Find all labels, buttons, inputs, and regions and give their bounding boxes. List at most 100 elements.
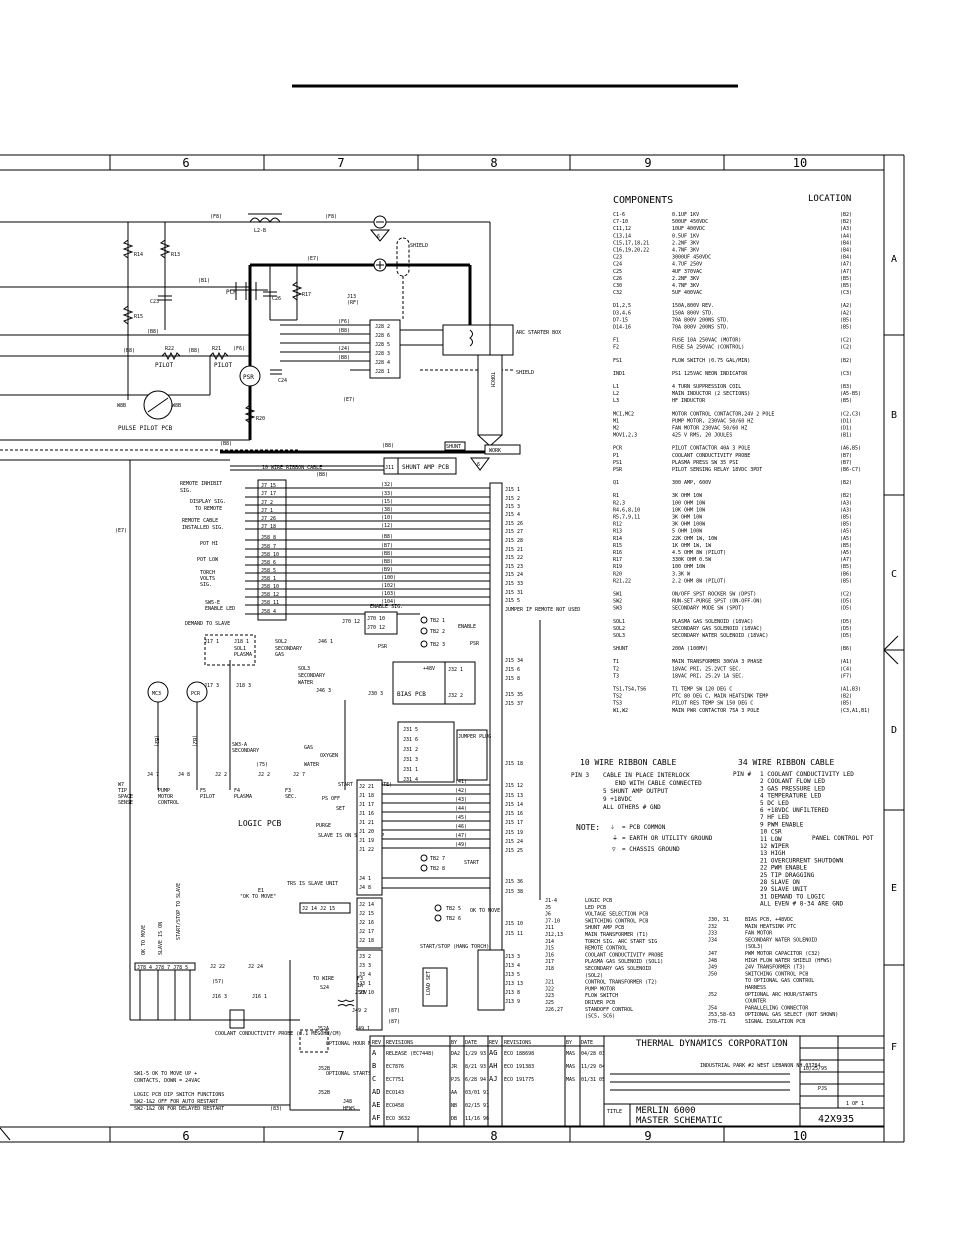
revision-cell: B — [372, 1062, 376, 1070]
svg-text:(75): (75) — [256, 762, 268, 768]
component-location: (B2) — [840, 694, 852, 700]
svg-text:J13 3: J13 3 — [505, 954, 520, 960]
j15-pin: J15 3 — [505, 504, 520, 510]
revision-cell: 8/21 93 — [465, 1064, 486, 1070]
svg-text:(B2): (B2) — [191, 735, 197, 747]
component-location: (A4) — [840, 233, 852, 239]
component-ref: R2,3 — [613, 500, 625, 506]
component-desc: 4UF 370VAC — [672, 269, 702, 275]
component-location: (C2) — [840, 345, 852, 351]
ribbon10-line: CABLE IN PLACE INTERLOCK — [603, 772, 690, 779]
svg-text:J3 3: J3 3 — [359, 963, 371, 969]
coolant-probe-label: COOLANT CONDUCTIVITY PROBE (0.1 MEGOHM/C… — [215, 1031, 341, 1037]
component-desc: 425 V RMS, 20 JOULES — [672, 433, 732, 439]
ribbon34-line: 22 PWM ENABLE — [760, 865, 807, 872]
component-desc: 4.7UF 250V — [672, 262, 702, 268]
svg-text:6: 6 — [377, 234, 380, 240]
ribbon34-line: 10 CSR — [760, 829, 782, 836]
ribbon10-line: END WITH CABLE CONNECTED — [615, 780, 702, 787]
svg-text:MC3: MC3 — [152, 691, 161, 697]
component-ref: W1,W2 — [613, 708, 628, 714]
svg-text:(44): (44) — [455, 806, 467, 812]
component-desc: RUN-SET-PURGE SPST (ON-OFF-ON) — [672, 599, 762, 605]
svg-text:(RF): (RF) — [347, 300, 359, 306]
component-location: (B5) — [840, 564, 852, 570]
svg-text:J13 4: J13 4 — [505, 963, 520, 969]
svg-text:(10): (10) — [381, 515, 393, 521]
connector-desc: MAIN TRANSFORMER (T1) — [585, 932, 648, 938]
svg-text:(B8): (B8) — [316, 472, 328, 478]
connector-ref: J32 — [708, 924, 717, 930]
ribbon-34-notes: 34 WIRE RIBBON CABLE PIN # 1 COOLANT CON… — [733, 758, 874, 908]
jumper-if-remote: JUMPER IF REMOTE NOT USED — [505, 607, 580, 613]
ribbon34-line: 12 WIPER — [760, 843, 789, 850]
svg-text:(43): (43) — [455, 797, 467, 803]
revision-cell: 03/01 91 — [465, 1090, 489, 1096]
component-desc: PLASMA PRESS SW 35 PSI — [672, 460, 738, 466]
component-location: (D5) — [840, 626, 852, 632]
svg-text:TB2 8: TB2 8 — [430, 866, 445, 872]
component-ref: SOL3 — [613, 633, 625, 639]
connector-desc: PUMP MOTOR — [585, 986, 616, 992]
svg-text:SEC.: SEC. — [285, 794, 297, 800]
connector-desc: SECONDARY WATER SOLENOID — [745, 937, 817, 943]
svg-text:(38): (38) — [381, 507, 393, 513]
svg-text:J28 1: J28 1 — [375, 369, 390, 375]
ribbon34-line: ALL EVEN # 8-34 ARE GND — [760, 901, 843, 908]
component-desc: 4.5 OHM 8W (PILOT) — [672, 550, 726, 556]
svg-text:F4: F4 — [234, 788, 240, 794]
svg-text:J46 1: J46 1 — [318, 639, 333, 645]
j7-label: J7 1 — [261, 508, 273, 514]
svg-text:SOL1: SOL1 — [234, 646, 246, 652]
svg-text:(B8): (B8) — [147, 329, 159, 335]
component-ref: R12 — [613, 522, 622, 528]
zone-col-top: 10 — [793, 156, 807, 170]
j15-pin: J15 27 — [505, 529, 523, 535]
to-wire-label: TO WIRE — [313, 976, 334, 982]
title-label: TITLE — [607, 1109, 622, 1115]
drawing-title-2: MASTER SCHEMATIC — [636, 1116, 723, 1126]
svg-text:LOAD SET: LOAD SET — [426, 971, 432, 995]
connector-desc: TO OPTIONAL GAS CONTROL — [745, 978, 814, 984]
component-desc: 3K OHM 10W — [672, 515, 703, 521]
connector-ref: J15 — [545, 946, 554, 952]
component-desc: PTC 80 DEG C, MAIN HEATSINK TEMP — [672, 694, 768, 700]
power-circuit: L2-B (F8) (F8) 6 (E7) SHIELD R14 R15 R13… — [0, 213, 561, 475]
revision-cell: AG — [489, 1049, 497, 1057]
connector-ref: J11 — [545, 925, 554, 931]
component-location: (A3) — [840, 226, 852, 232]
svg-text:OXYGEN: OXYGEN — [320, 753, 338, 759]
zone-row: A — [891, 254, 897, 265]
svg-text:F3: F3 — [357, 976, 363, 982]
ribbon34-line: 13 HIGH — [760, 850, 786, 857]
component-ref: C23 — [613, 255, 622, 261]
j58-label: J58 10 — [261, 552, 279, 558]
svg-text:PLASMA: PLASMA — [234, 794, 252, 800]
component-desc: SECONDARY WATER SOLENOID (18VAC) — [672, 633, 768, 639]
component-ref: M2 — [613, 426, 619, 432]
svg-text:J70 12: J70 12 — [342, 619, 360, 625]
connector-ref: J14 — [545, 939, 554, 945]
svg-text:J52B: J52B — [318, 1090, 330, 1096]
svg-text:TIP: TIP — [118, 788, 127, 794]
component-location: (B5) — [840, 317, 852, 323]
revision-cell: MAS — [566, 1077, 575, 1083]
left-note: SW2-1&2 OFF FOR AUTO RESTART — [134, 1099, 218, 1105]
ok-to-move-short: OK TO MOVE — [470, 908, 500, 914]
connector-desc: TORCH SIG. ARC START SIG — [585, 939, 657, 945]
j15-pin: J15 1 — [505, 487, 520, 493]
connector-ref: J17 — [545, 959, 554, 965]
component-location: (B6) — [840, 571, 852, 577]
svg-text:J16 3: J16 3 — [212, 994, 227, 1000]
j58-label: J58 10 — [261, 584, 279, 590]
component-desc: FUSE 5A 250VAC (CONTROL) — [672, 345, 744, 351]
component-location: (B5) — [840, 522, 852, 528]
svg-text:(104): (104) — [381, 599, 396, 605]
ribbon34-line: 6 +18VDC UNFILTERED — [760, 807, 829, 814]
company-address: INDUSTRIAL PARK #2 WEST LEBANON NH 03784 — [700, 1063, 820, 1069]
component-ref: R21,22 — [613, 578, 631, 584]
revision-cell: AJ — [489, 1075, 497, 1083]
torch-label: TORCH — [489, 372, 495, 387]
svg-text:J28 6: J28 6 — [375, 333, 390, 339]
j15-pin: J15 13 — [505, 793, 523, 799]
